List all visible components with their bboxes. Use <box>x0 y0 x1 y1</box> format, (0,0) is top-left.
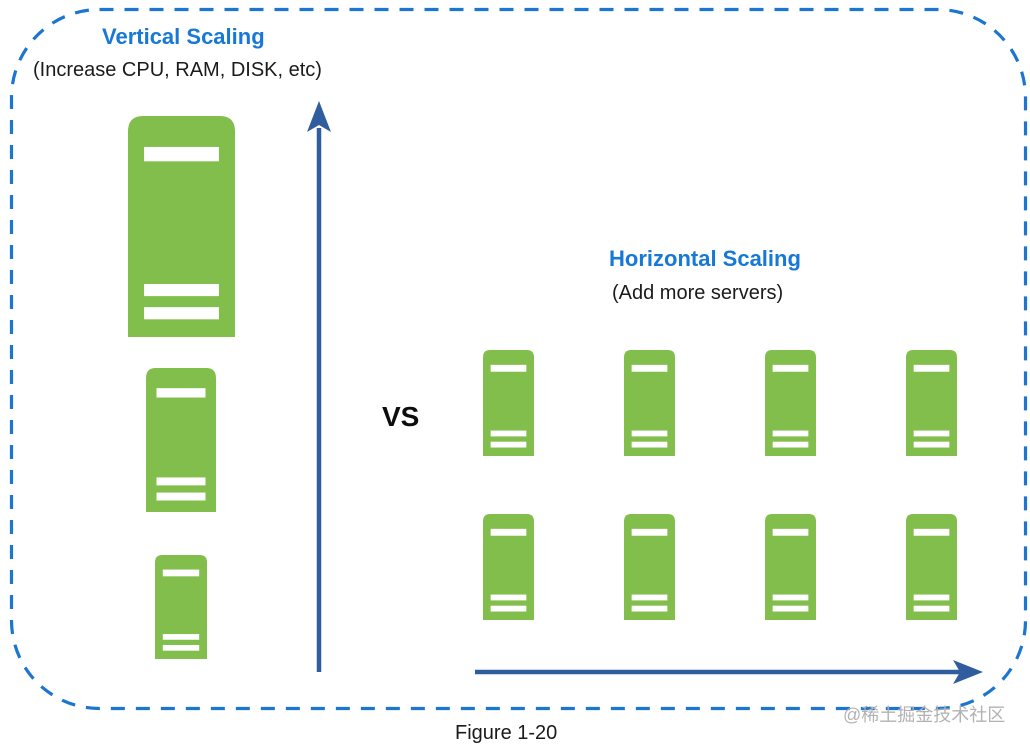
vertical-scaling-subtitle: (Increase CPU, RAM, DISK, etc) <box>33 59 322 81</box>
server-tower-icon <box>128 116 235 337</box>
vs-label: VS <box>382 401 420 432</box>
server-tower-icon <box>155 555 207 659</box>
server-tower-icon <box>146 368 216 512</box>
server-tower-icon <box>765 514 816 620</box>
server-icon <box>483 350 534 456</box>
server-icon <box>624 514 675 620</box>
server-icon-large <box>128 116 235 337</box>
vertical-scaling-title: Vertical Scaling <box>102 24 265 49</box>
server-icon <box>483 514 534 620</box>
server-tower-icon <box>906 514 957 620</box>
figure-caption: Figure 1-20 <box>455 722 558 744</box>
server-tower-icon <box>765 350 816 456</box>
horizontal-servers-grid <box>483 350 957 620</box>
server-icon <box>906 514 957 620</box>
server-icon <box>624 350 675 456</box>
horizontal-scaling-title: Horizontal Scaling <box>609 246 801 271</box>
server-icon <box>906 350 957 456</box>
server-icon-small <box>155 555 207 659</box>
server-icon <box>765 514 816 620</box>
server-tower-icon <box>906 350 957 456</box>
watermark: @稀土掘金技术社区 <box>843 705 1006 725</box>
server-tower-icon <box>483 350 534 456</box>
right-arrow-icon <box>475 660 983 684</box>
server-icon-medium <box>146 368 216 512</box>
server-tower-icon <box>624 350 675 456</box>
server-tower-icon <box>624 514 675 620</box>
dashed-border-rect <box>9 7 1028 711</box>
server-tower-icon <box>483 514 534 620</box>
up-arrow-icon <box>307 101 331 672</box>
horizontal-scaling-subtitle: (Add more servers) <box>612 282 784 304</box>
server-icon <box>765 350 816 456</box>
